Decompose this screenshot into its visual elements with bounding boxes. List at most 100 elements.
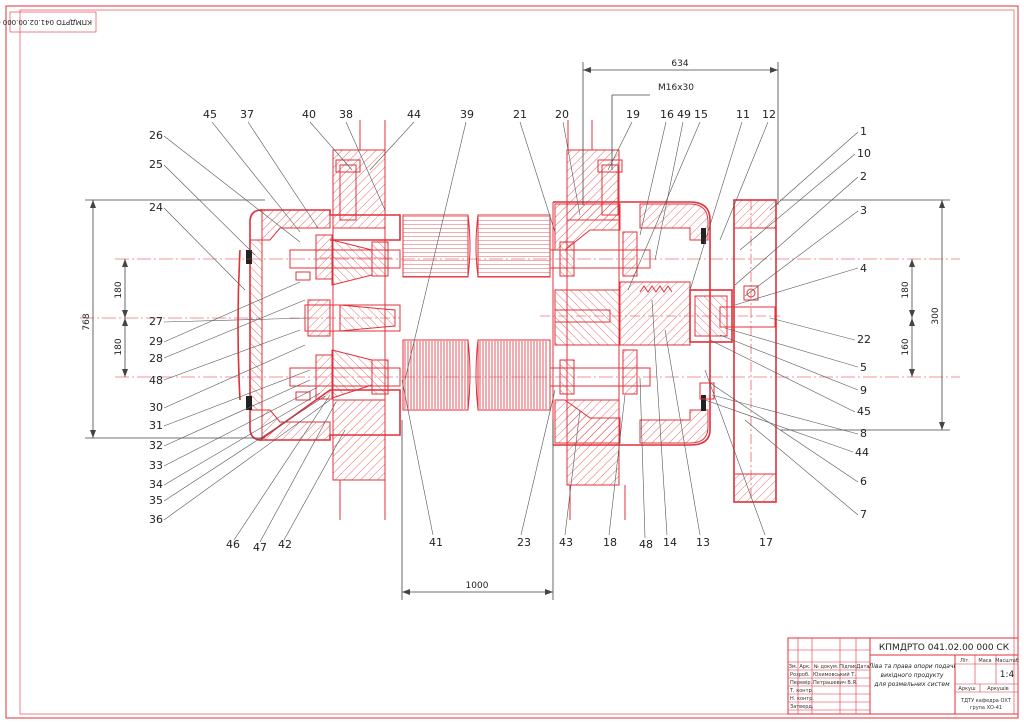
part-label: 22 xyxy=(857,333,871,346)
part-label: 13 xyxy=(696,536,710,549)
tb-hdr: № докум. xyxy=(814,664,839,670)
part-label: 40 xyxy=(302,108,316,121)
dim-right-upper: 180 xyxy=(901,281,911,298)
tb-col-mass: Маса xyxy=(978,658,991,664)
tb-col-lit: Літ. xyxy=(960,658,970,664)
leader-line xyxy=(651,299,668,536)
dim-left-lower: 180 xyxy=(114,338,124,355)
part-label: 27 xyxy=(149,315,163,328)
tb-sheet: Аркуш xyxy=(958,686,976,692)
part-label: 6 xyxy=(860,475,867,488)
part-label: 29 xyxy=(149,335,163,348)
centre-lines xyxy=(80,258,960,378)
part-label: 11 xyxy=(736,108,750,121)
part-label: 28 xyxy=(149,352,163,365)
leader-line xyxy=(769,131,859,211)
part-label: 34 xyxy=(149,478,163,491)
part-label: 5 xyxy=(860,361,867,374)
corner-stamp-text: КПМДРТО 041.02.00.000 СК xyxy=(0,18,92,26)
tb-hdr: Підпис xyxy=(839,664,857,670)
leader-line xyxy=(711,394,859,435)
leader-lines xyxy=(163,121,859,543)
tb-org-1: ТДТУ кафедра ОХТ xyxy=(960,698,1012,704)
tb-name-2: вихідного продукту xyxy=(881,672,944,679)
part-label: 15 xyxy=(694,108,708,121)
right-roll-upper xyxy=(475,214,551,278)
left-support xyxy=(237,149,401,481)
leader-line xyxy=(163,344,306,409)
dim-left-upper: 180 xyxy=(114,281,124,298)
leader-line xyxy=(639,377,646,539)
part-label: 1 xyxy=(860,125,867,138)
part-label: 2 xyxy=(860,170,867,183)
part-label: 46 xyxy=(226,538,240,551)
leader-line xyxy=(163,399,331,521)
sheet-frame xyxy=(5,5,1019,719)
leader-line xyxy=(744,210,859,297)
leader-line xyxy=(739,153,856,251)
tb-hdr: Арк. xyxy=(799,664,811,670)
leader-line xyxy=(734,176,859,286)
part-label: 12 xyxy=(762,108,776,121)
part-label: 10 xyxy=(857,147,871,160)
part-label: 33 xyxy=(149,459,163,472)
part-label: 14 xyxy=(663,536,677,549)
part-label: 41 xyxy=(429,536,443,549)
tb-code: КПМДРТО 041.02.00 000 СК xyxy=(879,643,1010,653)
part-label: 44 xyxy=(407,108,421,121)
part-label: 4 xyxy=(860,262,867,275)
part-label: 9 xyxy=(860,384,867,397)
tb-hdr: Зм. xyxy=(789,664,798,670)
part-label: 24 xyxy=(149,201,163,214)
part-label: 35 xyxy=(149,494,163,507)
pulley xyxy=(733,199,777,503)
leader-line xyxy=(769,317,856,341)
leader-line xyxy=(627,121,701,291)
leader-line xyxy=(709,339,856,413)
leader-line xyxy=(401,379,434,536)
tb-col-scale: Масштаб xyxy=(995,658,1019,664)
leader-line xyxy=(608,394,626,536)
tb-name-3: для розмельних систем xyxy=(873,681,950,688)
part-label: 45 xyxy=(857,405,871,418)
dimension-texts: 634 M16x30 1000 768 180 180 180 160 300 xyxy=(82,59,941,591)
right-roll-lower xyxy=(475,339,551,411)
part-label: 39 xyxy=(460,108,474,121)
leader-line xyxy=(369,121,415,171)
leader-line xyxy=(233,394,331,541)
left-roll-lower xyxy=(402,339,471,411)
frame-columns xyxy=(339,120,626,520)
leader-line xyxy=(163,281,301,343)
part-label: 38 xyxy=(339,108,353,121)
leader-line xyxy=(654,121,684,261)
part-label: 16 xyxy=(660,108,674,121)
leader-line xyxy=(259,401,337,543)
tb-role: Н. контр. xyxy=(790,696,814,702)
leader-line xyxy=(247,121,319,229)
part-label: 42 xyxy=(278,538,292,551)
tb-name-1: Ліва та права опори подачі xyxy=(868,663,956,670)
leader-line xyxy=(163,135,301,243)
leader-line xyxy=(163,369,311,427)
leader-line xyxy=(163,164,256,256)
leader-line xyxy=(163,317,309,323)
leader-line xyxy=(163,379,311,447)
tb-role: Розроб. xyxy=(790,672,810,678)
leader-line xyxy=(163,207,246,291)
title-block: КПМДРТО 041.02.00 000 СК Ліва та права о… xyxy=(787,637,1019,715)
leader-line xyxy=(163,387,317,467)
part-label: 26 xyxy=(149,129,163,142)
part-label: 43 xyxy=(559,536,573,549)
part-label: 36 xyxy=(149,513,163,526)
dim-right-lower: 160 xyxy=(901,338,911,355)
leader-line xyxy=(724,327,859,368)
leader-line xyxy=(562,121,581,216)
part-label: 45 xyxy=(203,108,217,121)
inner-frame xyxy=(19,9,1015,715)
part-label: 47 xyxy=(253,541,267,554)
leader-line xyxy=(607,121,633,171)
part-label: 49 xyxy=(677,108,691,121)
leader-line xyxy=(404,121,467,381)
part-label: 8 xyxy=(860,427,867,440)
